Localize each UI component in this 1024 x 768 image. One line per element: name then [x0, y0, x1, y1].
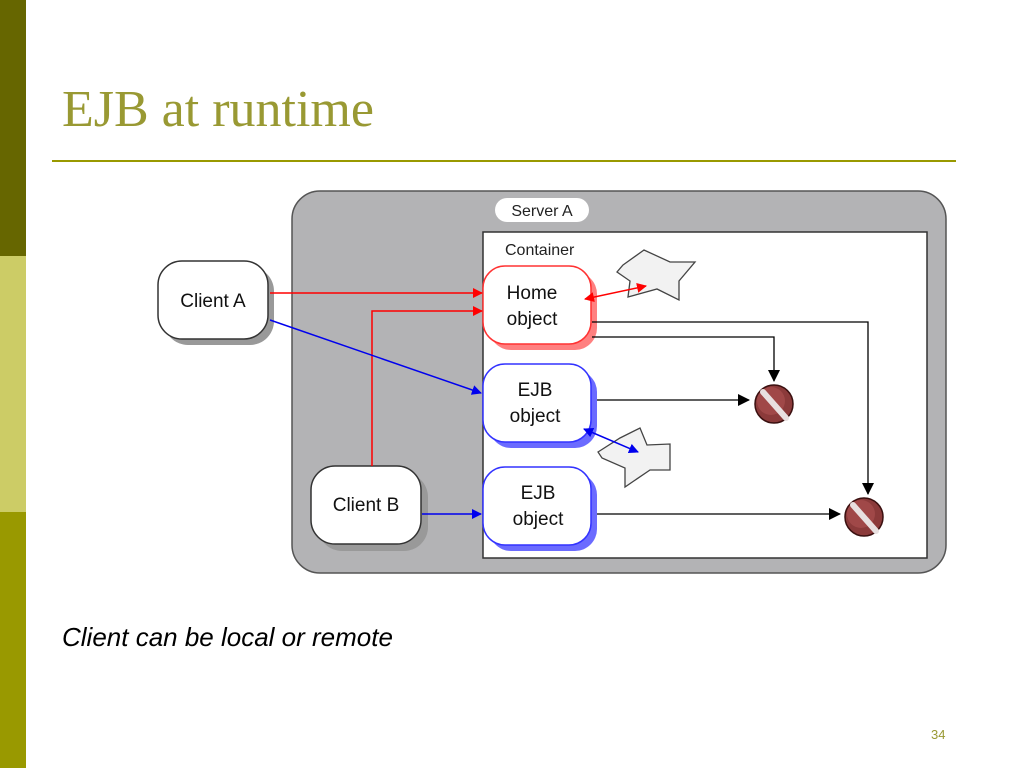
home-object-label-line1: Home [507, 283, 558, 304]
arrow-home-to-bean-1 [592, 336, 780, 382]
bean-instance-2 [844, 497, 884, 537]
home-object-label-line2: object [507, 309, 558, 330]
container-label: Container [505, 242, 575, 259]
slide-caption: Client can be local or remote [62, 622, 393, 652]
client-b-label: Client B [333, 495, 400, 516]
sidebar-olive-block [0, 512, 26, 768]
ejb-object-1-node: EJB object [482, 363, 597, 448]
page-number: 34 [931, 727, 946, 742]
ejb-object-1-label-line2: object [510, 406, 561, 427]
sidebar-dark-block [0, 0, 26, 256]
arrow-client-a-to-ejb-1 [269, 319, 482, 395]
arrow-client-b-to-home [371, 306, 483, 466]
client-b-node: Client B [310, 465, 428, 551]
ejb-object-2-label-line1: EJB [521, 483, 556, 504]
server-label: Server A [511, 203, 573, 220]
ejb-object-1-label-line1: EJB [518, 380, 553, 401]
client-a-label: Client A [180, 291, 246, 312]
home-object-node: Home object [482, 265, 597, 350]
bean-instance-1 [754, 384, 794, 424]
slide-title: EJB at runtime [62, 81, 374, 138]
arrow-home-star [584, 282, 647, 303]
server-label-pill [495, 198, 589, 222]
client-a-node: Client A [157, 260, 274, 345]
arrow-home-to-bean-2 [592, 321, 874, 495]
sidebar-light-block [0, 256, 26, 512]
ejb-object-2-node: EJB object [482, 466, 597, 551]
ejb-runtime-diagram: Server A Container Client A Client B Hom… [157, 190, 947, 574]
arrow-ejb-1-star [583, 427, 639, 454]
title-divider [52, 160, 956, 162]
ejb-object-2-label-line2: object [513, 509, 564, 530]
